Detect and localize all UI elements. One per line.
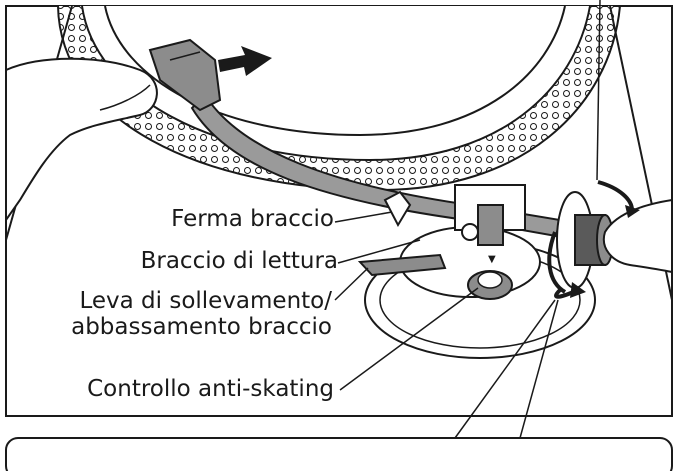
left-hand <box>5 57 158 224</box>
leader-tone-arm <box>337 239 421 264</box>
label-arm-rest-text: Ferma braccio <box>171 206 334 232</box>
pivot-assembly <box>454 184 526 246</box>
counterweight <box>556 191 614 289</box>
headshell <box>148 38 222 112</box>
svg-text:▼: ▼ <box>488 254 496 265</box>
label-tone-arm: Braccio di lettura <box>141 248 338 274</box>
leader-bottom-left <box>454 299 556 439</box>
label-arm-rest: Ferma braccio <box>171 206 334 232</box>
label-tone-arm-text: Braccio di lettura <box>140 248 338 274</box>
leader-top <box>596 0 601 181</box>
arrow-right-icon <box>218 46 272 76</box>
lift-lever <box>357 253 447 277</box>
leader-lines <box>334 0 601 439</box>
label-lift-lever-line1: Leva di sollevamento/ <box>79 288 332 314</box>
bottom-callout-box <box>5 437 673 475</box>
leader-anti-skating <box>339 287 479 391</box>
leader-lift-lever <box>334 267 369 301</box>
leader-bottom-right <box>519 299 559 439</box>
label-lift-lever: Leva di sollevamento/ abbassamento bracc… <box>71 288 332 340</box>
anti-skating-knob: ▼ <box>467 254 513 300</box>
label-lift-lever-line2: abbassamento braccio <box>71 314 332 340</box>
label-anti-skating-text: Controllo anti-skating <box>87 376 334 402</box>
arm-rest <box>383 190 412 228</box>
label-anti-skating: Controllo anti-skating <box>87 376 334 402</box>
leader-arm-rest <box>334 211 393 223</box>
